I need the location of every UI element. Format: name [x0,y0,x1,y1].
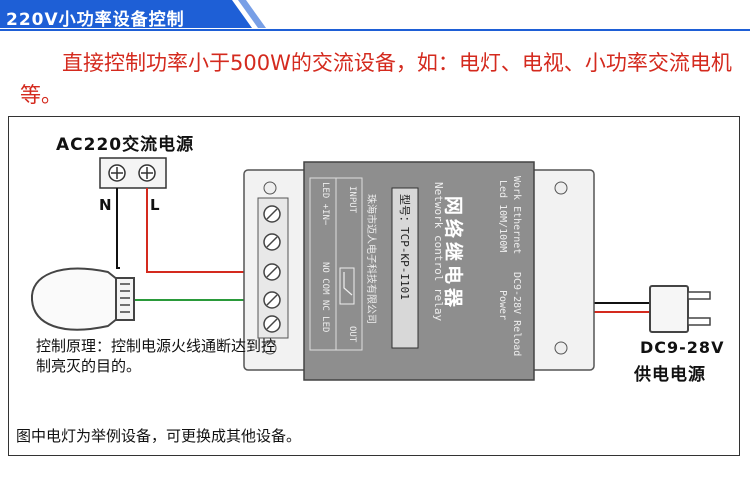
intro-text: 直接控制功率小于500W的交流设备，如：电灯、电视、小功率交流电机等。 [20,51,732,107]
module-led-row: Led 10M/100M [497,180,508,253]
principle-text: 控制原理：控制电源火线通断达到控制亮灭的目的。 [36,337,277,375]
module-input-title: INPUT [347,186,357,214]
module-input-label: LED +IN− [320,182,330,226]
module-output-label: NO COM NC LED [320,262,330,333]
module-model: 型号：TCP-KP-I101 [398,194,411,300]
module-power-label: DC9-28V Reload [511,272,522,357]
dc-supply-label: 供电电源 [634,365,706,385]
header-title: 220V小功率设备控制 [6,10,185,30]
relay-module [243,161,595,381]
header-banner [0,0,750,31]
note-text: 图中电灯为举例设备，可更换成其他设备。 [16,427,302,445]
module-power-label-2: Power [497,290,508,321]
dc-plug-icon [649,285,711,333]
ac-source-label: AC220交流电源 [56,135,195,155]
module-name-en: Network control relay [432,182,445,322]
light-bulb-icon [30,267,135,331]
module-maker: 珠海市迈人电子科技有限公司 [365,194,376,324]
module-led-labels: Work Ethernet [511,176,522,255]
diagram-frame [8,116,740,456]
header-bar: 220V小功率设备控制 [0,0,750,32]
ac-terminal-block [99,157,167,189]
module-output-title: OUT [347,326,357,343]
wires [116,188,650,313]
module-name-cn: 网络继电器 [442,196,464,312]
module-terminal-screws [257,197,289,339]
dc-voltage-label: DC9-28V [640,338,725,357]
live-label: L [150,196,160,214]
neutral-label: N [99,196,112,214]
